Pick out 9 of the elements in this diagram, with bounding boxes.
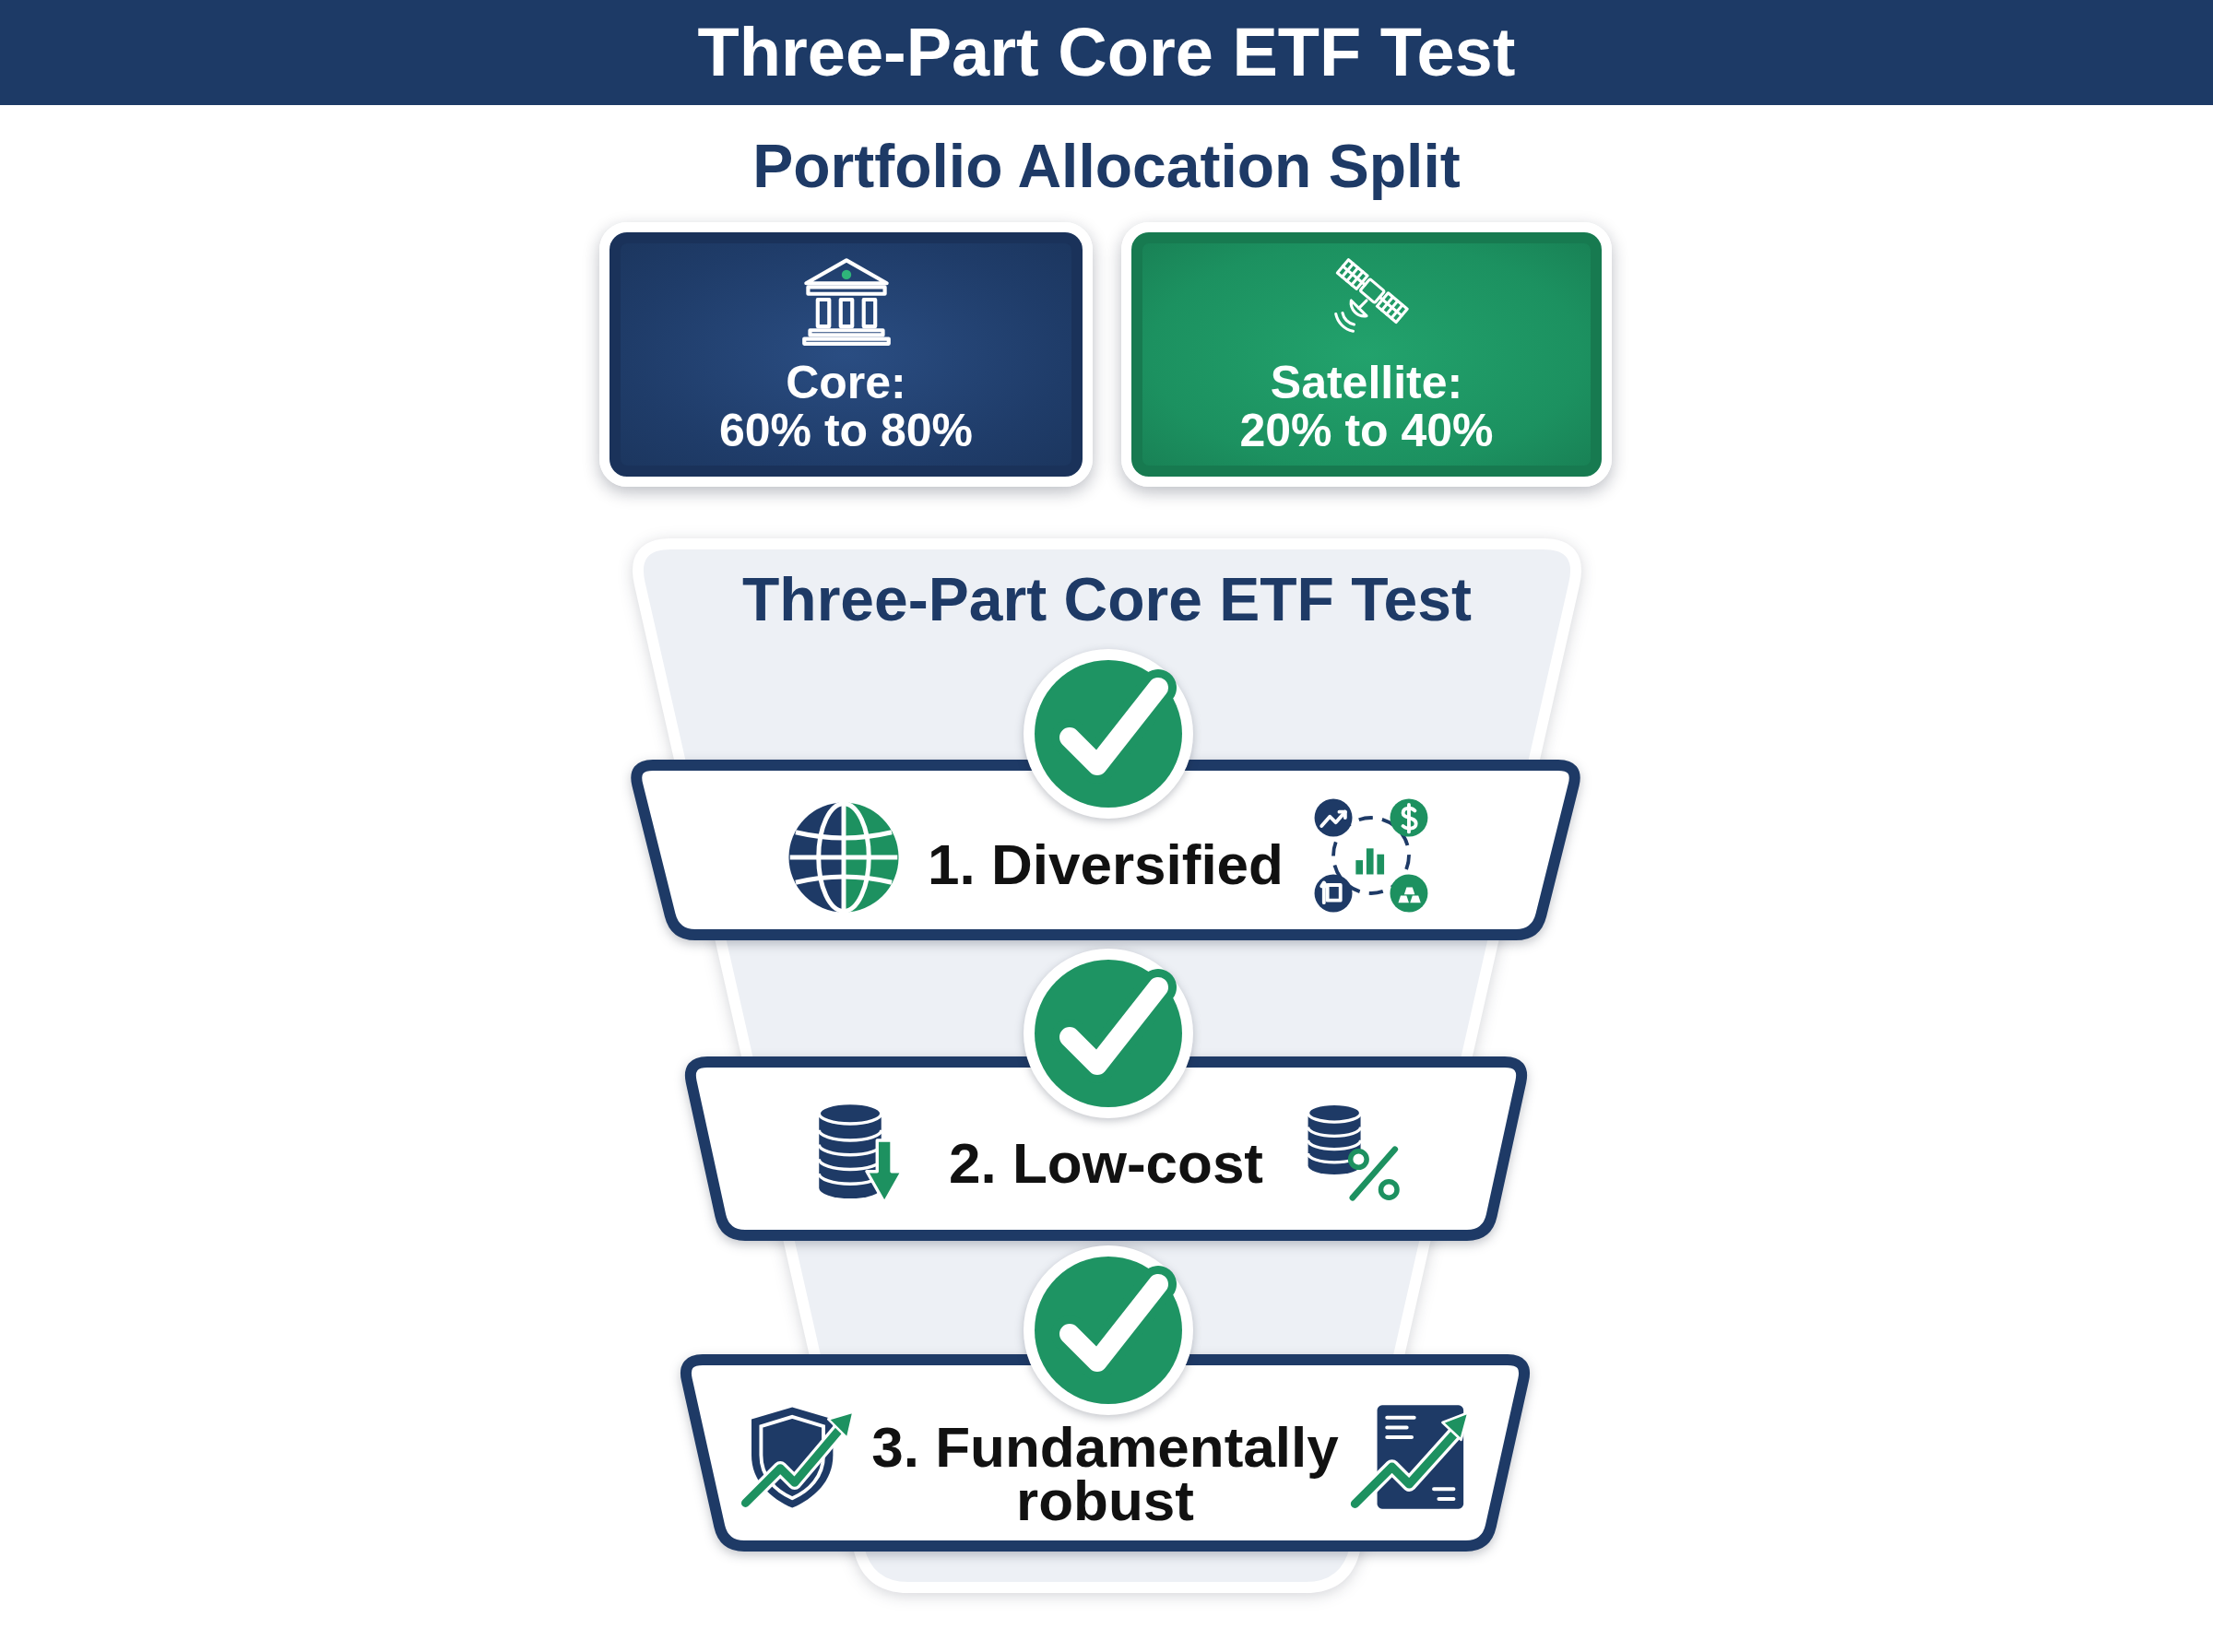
funnel-heading: Three-Part Core ETF Test <box>742 570 1472 629</box>
criterion-label: 1. Diversified <box>928 838 1284 891</box>
allocation-label: Core: <box>786 359 906 407</box>
allocation-label: 20% to 40% <box>1239 407 1494 454</box>
allocation-label: Satellite: <box>1270 359 1463 407</box>
diagram-title: Three-Part Core ETF Test <box>697 16 1516 89</box>
allocation-label: 60% to 80% <box>718 407 974 454</box>
criterion-label: 2. Low-cost <box>949 1137 1263 1190</box>
criterion-label: 3. Fundamentally robust <box>870 1421 1340 1528</box>
